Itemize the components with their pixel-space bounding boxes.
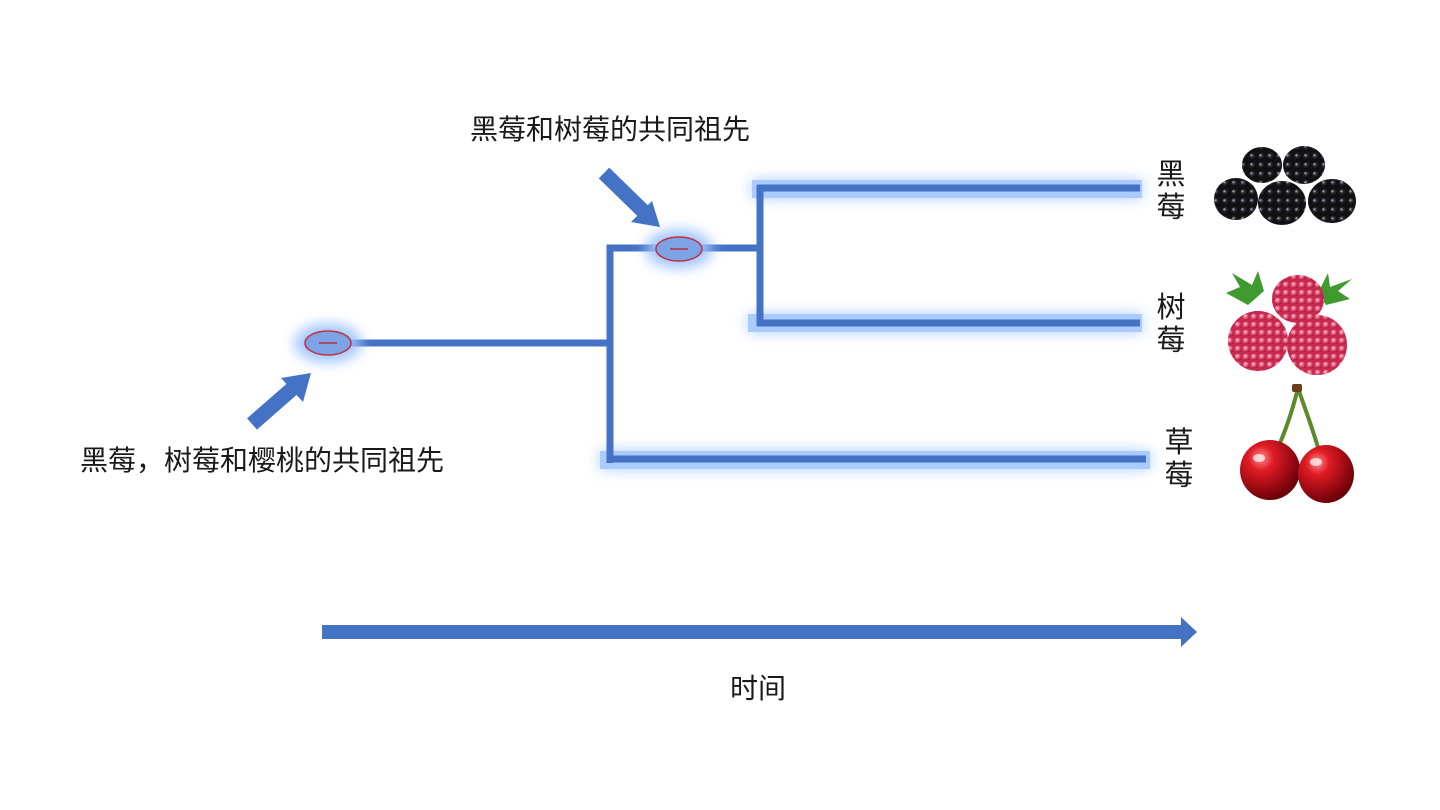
leaf-label-cherry: 草莓: [1164, 425, 1194, 493]
annotation-inner-ancestor: 黑莓和树莓的共同祖先: [470, 113, 751, 146]
leaf-label-raspberry: 树莓: [1156, 290, 1186, 358]
blackberry-image: [1214, 146, 1356, 225]
annotation-root-ancestor: 黑莓，树莓和樱桃的共同祖先: [80, 444, 445, 477]
node-root: [294, 323, 362, 363]
node-inner: [645, 229, 713, 269]
time-axis-label: 时间: [730, 672, 787, 705]
leaf-label-blackberry: 黑莓: [1156, 157, 1186, 225]
raspberry-image: [1226, 271, 1352, 375]
cherry-image: [1240, 384, 1354, 503]
tree-branches: [328, 184, 1146, 463]
arrow-to-root-node-icon: [247, 373, 311, 430]
arrow-to-inner-node-icon: [598, 167, 660, 227]
time-axis-arrow-icon: [322, 617, 1197, 647]
